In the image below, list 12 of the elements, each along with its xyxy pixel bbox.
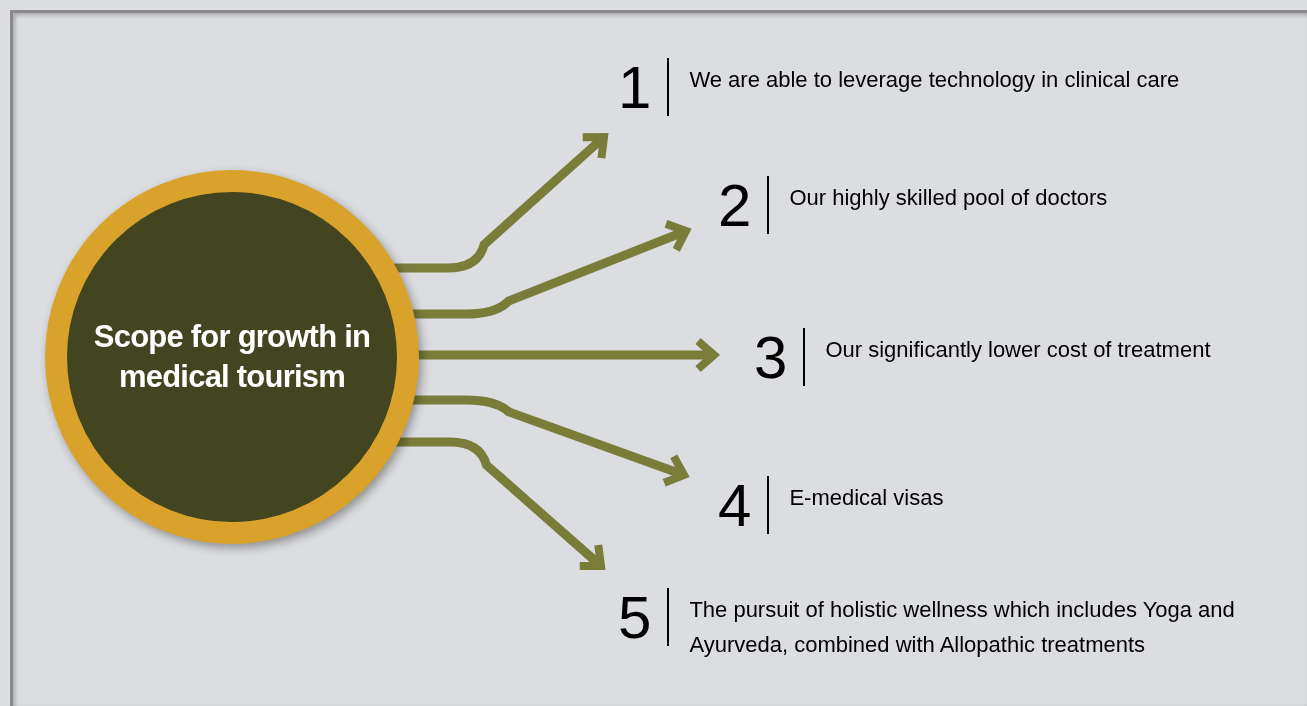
item-number: 3 [754, 328, 788, 388]
item-number: 5 [618, 588, 652, 648]
item-number: 2 [718, 176, 752, 236]
item-text: Our significantly lower cost of treatment [825, 336, 1211, 364]
item-text: The pursuit of holistic wellness which includes Yoga and Ayurveda, combined with Allopathic treatments [689, 596, 1236, 660]
circle-title: Scope for growth in medical tourism [92, 317, 372, 396]
item-number: 1 [618, 58, 652, 118]
arrow [416, 337, 718, 373]
item-number: 4 [718, 476, 752, 536]
item-text: E-medical visas [789, 484, 944, 512]
item-text: We are able to leverage technology in clinical care [689, 66, 1180, 94]
item-text: Our highly skilled pool of doctors [789, 184, 1108, 212]
